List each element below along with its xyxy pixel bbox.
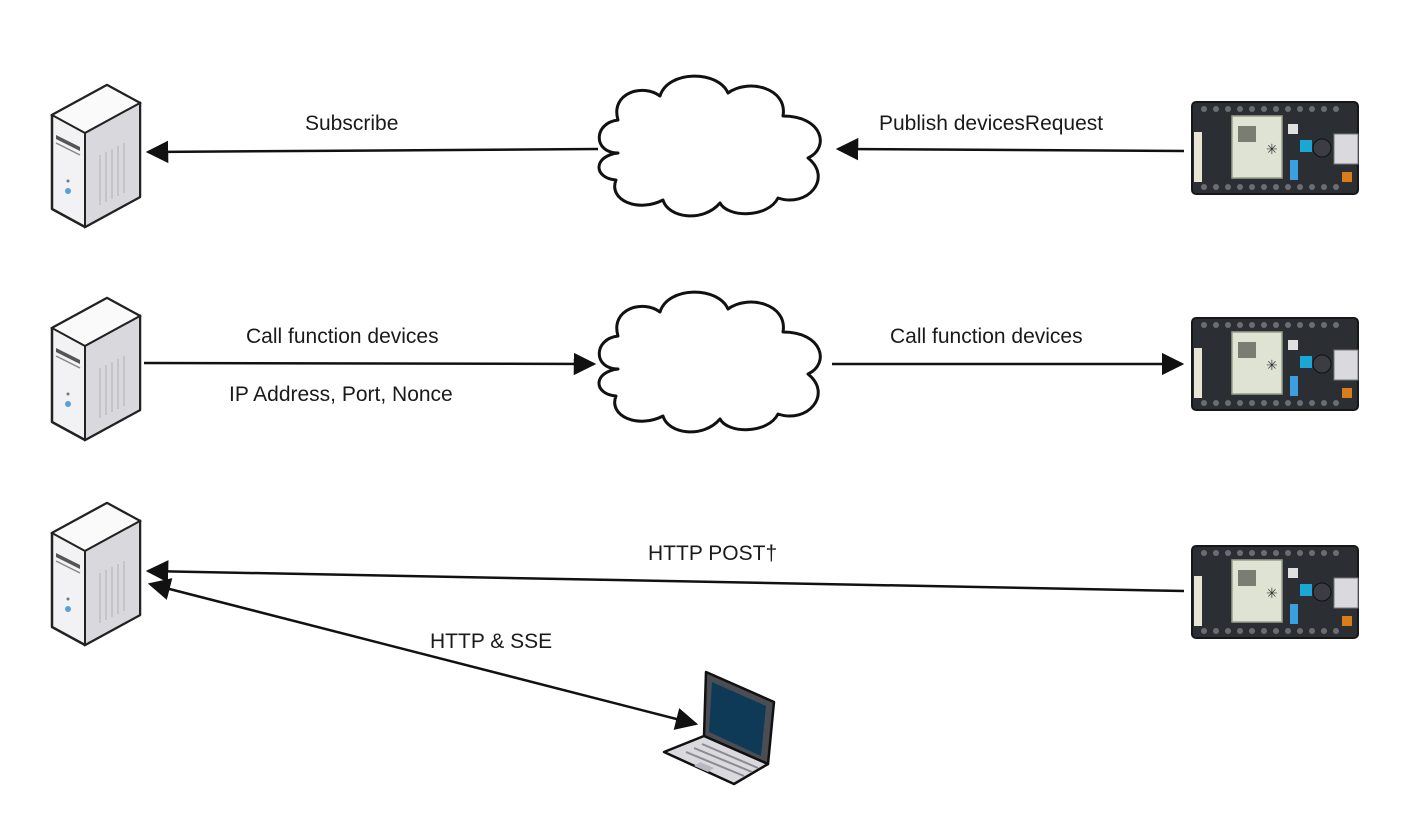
call-function-label-right: Call function devices <box>890 325 1083 348</box>
server-icon-row2 <box>50 296 142 442</box>
http-sse-label: HTTP & SSE <box>430 630 553 653</box>
device-icon-row2 <box>1191 317 1359 411</box>
cloud-icon-row2 <box>597 290 822 434</box>
server-icon-row3 <box>50 501 142 647</box>
device-icon-row3 <box>1191 545 1359 639</box>
http-post-label: HTTP POST† <box>648 542 778 565</box>
http-post-arrow <box>145 560 1185 593</box>
subscribe-arrow <box>145 140 599 164</box>
publish-label: Publish devicesRequest <box>879 112 1104 135</box>
server-icon-row1 <box>50 83 142 229</box>
laptop-icon <box>662 670 776 786</box>
ip-port-nonce-label: IP Address, Port, Nonce <box>229 383 453 406</box>
publish-arrow <box>835 137 1185 161</box>
call-function-label-left: Call function devices <box>246 325 439 348</box>
http-sse-arrow <box>147 578 699 730</box>
call-function-arrow-left <box>143 352 597 376</box>
device-icon-row1 <box>1191 101 1359 195</box>
cloud-icon-row1 <box>597 74 822 218</box>
subscribe-label: Subscribe <box>305 112 399 135</box>
